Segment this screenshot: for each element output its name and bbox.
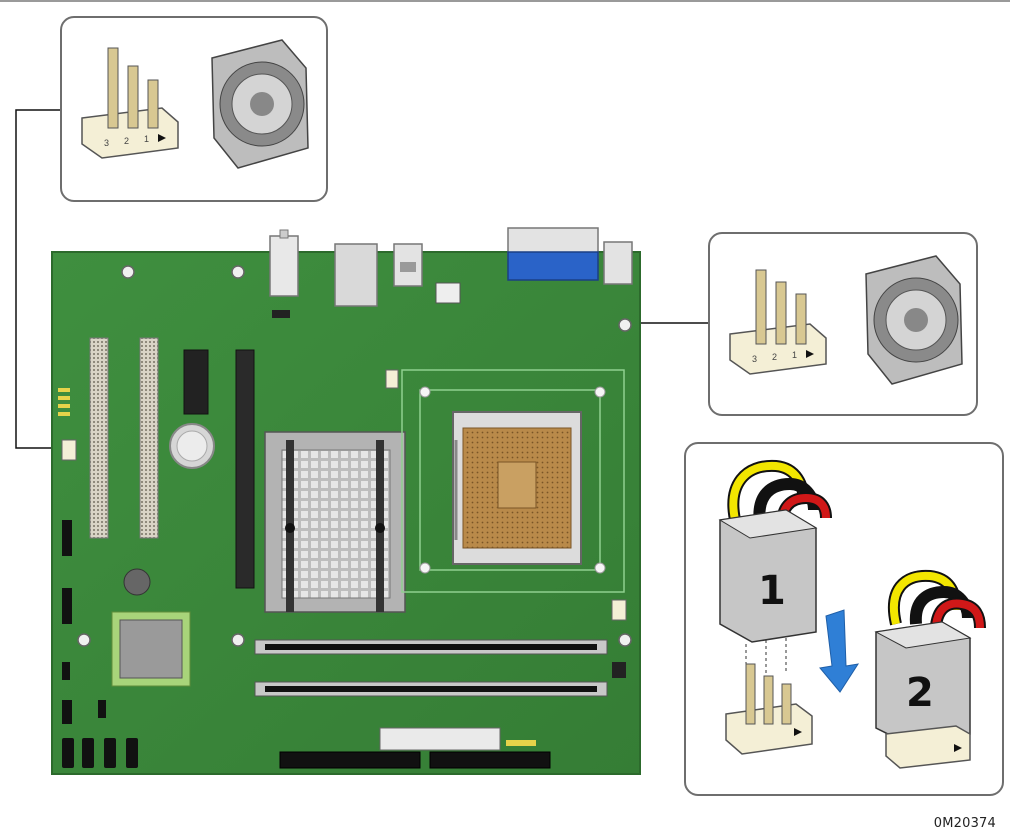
- fan-header-icon: 3 2 1: [82, 48, 178, 158]
- jumper: [272, 310, 290, 318]
- motherboard: [52, 228, 640, 774]
- cable-connector-icon: 1: [720, 466, 826, 642]
- pin-1-label: 1: [792, 350, 797, 360]
- down-arrow-icon: [820, 610, 858, 692]
- pin-2-label: 2: [124, 136, 129, 146]
- small-header: [612, 662, 626, 678]
- cable-connector-icon: 2: [876, 576, 980, 768]
- callout-rear-fan: 3 2 1: [60, 16, 328, 202]
- system-fan-header-on-board: [612, 600, 626, 620]
- cpu-socket: [453, 412, 581, 564]
- fan-header-icon: [726, 664, 812, 754]
- capacitor: [124, 569, 150, 595]
- fan-icon: [212, 40, 308, 168]
- callout-processor-fan: 3 2 1: [708, 232, 978, 416]
- pin-3-label: 3: [104, 138, 109, 148]
- figure-id-label: 0M20374: [934, 816, 996, 831]
- rear-fan-header-on-board: [62, 440, 76, 460]
- connector-2-key: 2: [906, 670, 934, 716]
- cpu-fan-header-on-board: [386, 370, 398, 388]
- pin-1-label: 1: [144, 134, 149, 144]
- callout-connector-insertion: 1 2: [684, 442, 1004, 796]
- chipset-heatsink: [265, 432, 405, 612]
- fan-icon: [866, 256, 962, 384]
- pin-3-label: 3: [752, 354, 757, 364]
- pin-2-label: 2: [772, 352, 777, 362]
- fan-header-icon: 3 2 1: [730, 270, 826, 374]
- connector-1-key: 1: [758, 568, 786, 614]
